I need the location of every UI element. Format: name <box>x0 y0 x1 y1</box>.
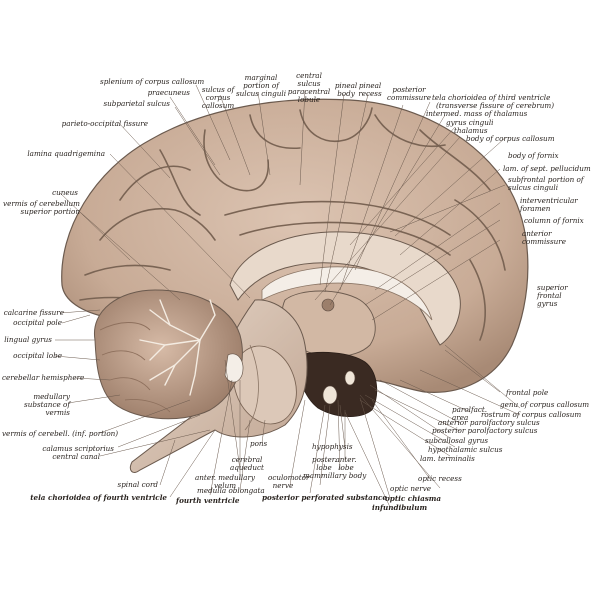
arbor-vitae <box>139 299 216 396</box>
label-tela-fourth: tela chorioidea of fourth ventricle <box>30 493 167 502</box>
label-column-fornix: column of fornix <box>524 216 584 225</box>
label-ant-commissure: anterior commissure <box>522 229 566 246</box>
label-genu: genu of corpus callosum <box>500 400 590 409</box>
label-vermis-sup: vermis of cerebellum superior portion <box>3 199 80 216</box>
leader-lines <box>54 84 521 508</box>
label-occipital-lobe: occipital lobe <box>13 351 62 360</box>
label-ant-parolf: anterior parolfactory sulcus <box>438 418 540 427</box>
label-lam-terminalis: lam. terminalis <box>420 454 475 463</box>
label-lam-sept: lam. of sept. pellucidum <box>503 164 591 173</box>
label-subfrontal: subfrontal portion of sulcus cinguli <box>508 175 584 192</box>
label-central-sulcus: central sulcus paracentral lobule <box>287 71 331 104</box>
label-anter-medullary: anter. medullary velum <box>195 473 255 490</box>
label-thalamus: thalamus <box>454 126 488 135</box>
label-subcallosal: subcallosal gyrus <box>425 436 489 445</box>
label-cerebral-aqueduct: cerebral aqueduct <box>230 455 264 472</box>
mammillary-body <box>322 385 338 405</box>
label-subparietal: subparietal sulcus <box>103 99 170 108</box>
label-medulla-obl: medulla oblongata <box>197 486 265 495</box>
label-rostrum: rostrum of corpus callosum <box>481 410 582 419</box>
label-cuneus: cuneus <box>52 188 78 197</box>
label-optic-nerve: optic nerve <box>390 484 432 493</box>
label-optic-recess: optic recess <box>418 474 462 483</box>
label-central-canal: central canal <box>52 452 100 461</box>
label-occipital-pole: occipital pole <box>13 318 62 327</box>
label-post-parolf: posterior parolfactory sulcus <box>432 426 538 435</box>
label-lingual: lingual gyrus <box>4 335 52 344</box>
label-intermed-mass: intermed. mass of thalamus <box>426 109 528 118</box>
label-pineal-body: pineal body <box>334 81 358 98</box>
gyri-lines <box>79 107 506 341</box>
label-spinal-cord: spinal cord <box>117 480 158 489</box>
label-lamina-quad: lamina quadrigemina <box>27 149 105 158</box>
third-ventricle-cavity <box>298 351 378 417</box>
label-hypothal-sulcus: hypothalamic sulcus <box>428 445 503 454</box>
label-optic-chiasma: optic chiasma <box>385 494 442 503</box>
label-cereb-hemisphere: cerebellar hemisphere <box>2 373 85 382</box>
label-tela-third: tela chorioidea of third ventricle <box>432 93 551 102</box>
optic-chiasma-mark <box>344 370 356 386</box>
label-medullary-vermis: medullary substance of vermis <box>24 392 70 417</box>
cerebellar-folia <box>99 322 171 413</box>
label-marginal: marginal portion of sulcus cinguli <box>235 73 287 98</box>
label-anterior-lobe: anter. lobe <box>335 455 357 472</box>
label-splenium: splenium of corpus callosum <box>100 77 205 86</box>
label-praecuneus: praecuneus <box>147 88 190 97</box>
label-gyrus-cinguli: gyrus cinguli <box>446 118 494 127</box>
label-hypophysis: hypophysis <box>312 442 353 451</box>
label-fourth-ventricle: fourth ventricle <box>176 496 240 505</box>
label-pineal-recess: pineal recess <box>358 81 382 98</box>
label-sulcus-corpus: sulcus of corpus callosum <box>201 85 235 110</box>
label-calamus: calamus scriptorius <box>42 444 114 453</box>
intermed-mass <box>321 298 335 312</box>
label-interventricular: interventricular foramen <box>520 196 578 213</box>
label-parieto-occipital: parieto-occipital fissure <box>61 119 148 128</box>
label-calcarine: calcarine fissure <box>3 308 64 317</box>
label-transverse-fissure: (transverse fissure of cerebrum) <box>436 101 555 110</box>
label-body-fornix: body of fornix <box>508 151 559 160</box>
corpus-callosum <box>229 231 461 346</box>
label-post-perforated: posterior perforated substance <box>262 493 387 502</box>
label-parolfact-area: parolfact. area <box>452 405 488 422</box>
label-sup-frontal: superior frontal gyrus <box>537 283 568 308</box>
fourth-ventricle <box>224 353 244 383</box>
label-mammillary: mammillary body <box>303 471 367 480</box>
label-frontal-pole: frontal pole <box>506 388 549 397</box>
label-body-corpus: body of corpus callosum <box>466 134 555 143</box>
label-infundibulum: infundibulum <box>372 503 428 512</box>
label-vermis-inf: vermis of cerebell. (inf. portion) <box>2 429 119 438</box>
cerebellum <box>93 289 243 420</box>
label-pons: pons <box>250 439 268 448</box>
label-oculomotor: oculomotor nerve <box>268 473 310 490</box>
label-posterior-lobe: poster. lobe <box>312 455 337 472</box>
label-post-commissure: posterior commissure <box>387 85 431 102</box>
